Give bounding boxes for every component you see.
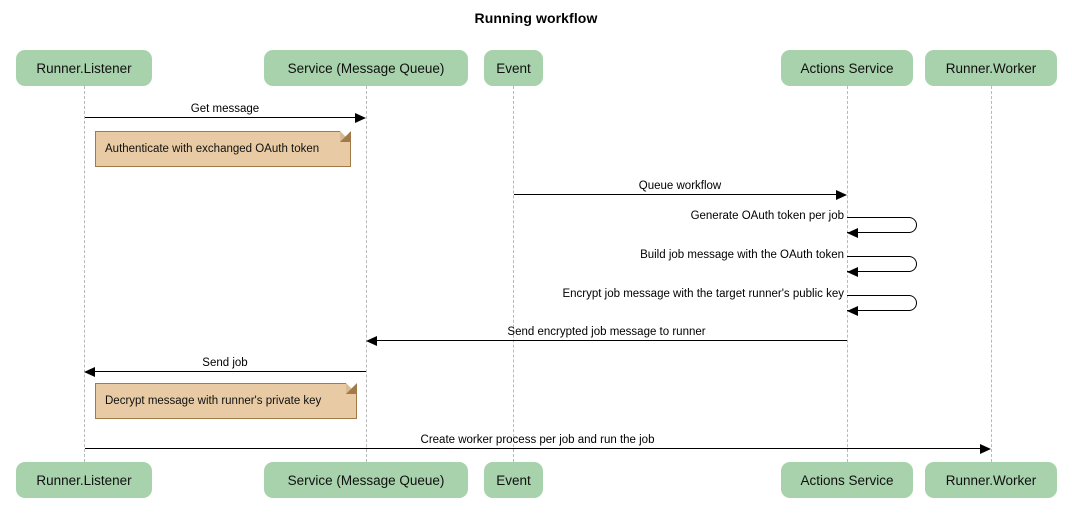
arrowhead-get-message <box>355 112 366 123</box>
message-label-send-job: Send job <box>202 357 248 369</box>
note-fold-edge-icon <box>340 131 351 142</box>
participant-label: Event <box>496 472 531 488</box>
lifeline-runner-worker <box>991 86 992 462</box>
message-label-queue-workflow: Queue workflow <box>638 180 722 192</box>
participant-event-bottom[interactable]: Event <box>484 462 543 498</box>
message-label-create-worker-process: Create worker process per job and run th… <box>420 434 655 446</box>
participant-runner-worker-top[interactable]: Runner.Worker <box>925 50 1057 86</box>
participant-label: Runner.Listener <box>36 60 132 76</box>
arrowhead-queue-workflow <box>836 189 847 200</box>
participant-event-top[interactable]: Event <box>484 50 543 86</box>
lifeline-service-message-queue <box>366 86 367 462</box>
participant-label: Runner.Worker <box>945 472 1037 488</box>
message-label-get-message: Get message <box>190 103 260 115</box>
note-text: Authenticate with exchanged OAuth token <box>105 143 320 155</box>
self-loop-generate-oauth-token <box>847 217 917 233</box>
diagram-title: Running workflow <box>474 10 598 26</box>
arrowhead-generate-oauth-token <box>847 228 858 238</box>
note-authenticate: Authenticate with exchanged OAuth token <box>95 131 351 167</box>
arrowhead-create-worker-process <box>980 443 991 454</box>
participant-service-message-queue-bottom[interactable]: Service (Message Queue) <box>264 462 468 498</box>
self-loop-encrypt-job-message <box>847 295 917 311</box>
message-label-build-job-message: Build job message with the OAuth token <box>640 249 844 261</box>
participant-label: Service (Message Queue) <box>287 60 445 76</box>
message-line-queue-workflow <box>514 194 836 195</box>
participant-runner-listener-bottom[interactable]: Runner.Listener <box>16 462 152 498</box>
lifeline-runner-listener <box>84 86 85 462</box>
lifeline-event <box>513 86 514 462</box>
participant-service-message-queue-top[interactable]: Service (Message Queue) <box>264 50 468 86</box>
participant-label: Actions Service <box>800 60 894 76</box>
participant-actions-service-bottom[interactable]: Actions Service <box>781 462 913 498</box>
arrowhead-send-job <box>84 366 95 377</box>
participant-runner-listener-top[interactable]: Runner.Listener <box>16 50 152 86</box>
message-line-create-worker-process <box>85 448 980 449</box>
participant-label: Runner.Worker <box>945 60 1037 76</box>
arrowhead-encrypt-job-message <box>847 306 858 316</box>
message-line-send-job <box>95 371 366 372</box>
note-text: Decrypt message with runner's private ke… <box>105 395 322 407</box>
participant-actions-service-top[interactable]: Actions Service <box>781 50 913 86</box>
note-fold-edge-icon <box>346 383 357 394</box>
self-loop-build-job-message <box>847 256 917 272</box>
participant-label: Actions Service <box>800 472 894 488</box>
message-line-get-message <box>85 117 355 118</box>
note-decrypt: Decrypt message with runner's private ke… <box>95 383 357 419</box>
message-line-send-encrypted-job-message <box>377 340 847 341</box>
message-label-generate-oauth-token: Generate OAuth token per job <box>690 210 844 222</box>
message-label-send-encrypted-job-message: Send encrypted job message to runner <box>507 326 706 338</box>
arrowhead-send-encrypted-job-message <box>366 335 377 346</box>
participant-label: Service (Message Queue) <box>287 472 445 488</box>
participant-label: Event <box>496 60 531 76</box>
participant-runner-worker-bottom[interactable]: Runner.Worker <box>925 462 1057 498</box>
participant-label: Runner.Listener <box>36 472 132 488</box>
arrowhead-build-job-message <box>847 267 858 277</box>
message-label-encrypt-job-message: Encrypt job message with the target runn… <box>562 288 844 300</box>
